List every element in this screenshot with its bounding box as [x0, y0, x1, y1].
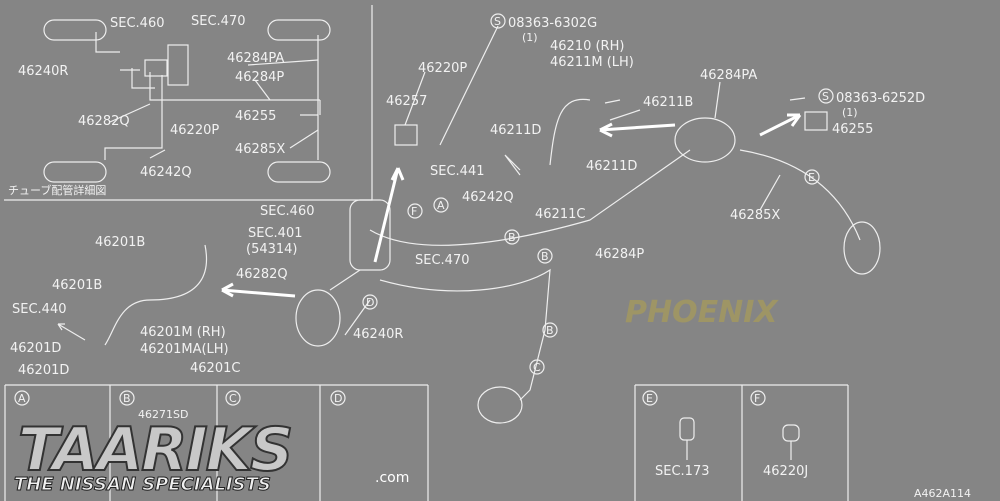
- part-label: 46211C: [535, 207, 585, 222]
- part-label: SEC.441: [430, 164, 485, 179]
- svg-text:S: S: [822, 90, 829, 103]
- part-label: 46257: [386, 94, 427, 109]
- part-label: 46201B: [52, 278, 102, 293]
- inset-label: 46220P: [170, 123, 219, 138]
- box-letter: A: [18, 392, 26, 405]
- part-label: (1): [522, 31, 538, 44]
- part-label: 46282Q: [236, 267, 288, 282]
- callout-b: B: [546, 324, 554, 337]
- callout-a: A: [437, 199, 445, 212]
- svg-text:S: S: [494, 15, 501, 28]
- inset-label: SEC.460: [110, 16, 165, 31]
- part-label: SEC.440: [12, 302, 67, 317]
- part-label: 46211B: [643, 95, 693, 110]
- part-label: 46201C: [190, 361, 240, 376]
- part-label: 46201MA(LH): [140, 342, 229, 357]
- box-label: SEC.173: [655, 464, 710, 479]
- part-label: 46255: [832, 122, 873, 137]
- callout-c: C: [533, 361, 541, 374]
- taariks-logo: TAARIKS THE NISSAN SPECIALISTS .com: [14, 414, 410, 496]
- part-label: SEC.401: [248, 226, 303, 241]
- part-label: 46210 (RH): [550, 39, 624, 54]
- inset-caption: チューブ配管詳細図: [8, 183, 106, 197]
- bolt-symbol-2: S: [818, 88, 834, 104]
- callout-b: B: [541, 250, 549, 263]
- part-label: 46211D: [586, 159, 637, 174]
- part-label: 46201D: [18, 363, 69, 378]
- box-letter: D: [334, 392, 342, 405]
- callout-d: D: [366, 296, 374, 309]
- bolt-symbol-1: S: [490, 13, 506, 29]
- part-label: 46242Q: [462, 190, 514, 205]
- part-label: 46211D: [490, 123, 541, 138]
- inset-label: SEC.470: [191, 14, 246, 29]
- part-label: 08363-6252D: [836, 91, 925, 106]
- part-label: 46284P: [595, 247, 644, 262]
- inset-label: 46242Q: [140, 165, 192, 180]
- svg-text:THE NISSAN SPECIALISTS: THE NISSAN SPECIALISTS: [14, 474, 271, 495]
- part-label: 46211M (LH): [550, 55, 634, 70]
- part-label: 46284PA: [700, 68, 757, 83]
- brake-piping: [57, 25, 881, 424]
- box-letter: C: [229, 392, 237, 405]
- box-label: 46271SD: [138, 408, 188, 421]
- callout-e: E: [808, 171, 815, 184]
- box-letter: E: [646, 392, 653, 405]
- part-label: 46201D: [10, 341, 61, 356]
- part-label: 08363-6302G: [508, 16, 597, 31]
- inset-label: 46282Q: [78, 114, 130, 129]
- part-label: (1): [842, 106, 858, 119]
- box-letter: F: [754, 392, 760, 405]
- callouts: A F B B D B C E: [362, 169, 820, 375]
- phoenix-watermark: PHOENIX: [625, 295, 779, 330]
- inset-detail: SEC.460 SEC.470 46240R 46284PA 46284P 46…: [4, 5, 373, 201]
- box-label: 46220J: [763, 464, 808, 479]
- inset-label: 46255: [235, 109, 276, 124]
- diagram-code: A462A114: [914, 487, 971, 500]
- callout-f: F: [411, 205, 417, 218]
- main-labels: 08363-6302G (1) 46210 (RH) 46211M (LH) 4…: [10, 16, 925, 378]
- part-label: 46240R: [353, 327, 403, 342]
- part-label: (54314): [246, 242, 298, 257]
- detail-boxes: A B C D E F 46271SD SEC.173 46220J A462A…: [4, 384, 971, 501]
- part-label: SEC.460: [260, 204, 315, 219]
- box-letter: B: [123, 392, 131, 405]
- svg-text:PHOENIX: PHOENIX: [625, 295, 779, 330]
- inset-label: 46240R: [18, 64, 68, 79]
- part-label: 46201M (RH): [140, 325, 226, 340]
- part-label: SEC.470: [415, 253, 470, 268]
- inset-label: 46284P: [235, 70, 284, 85]
- part-label: 46201B: [95, 235, 145, 250]
- svg-text:.com: .com: [375, 470, 409, 486]
- inset-label: 46284PA: [227, 51, 284, 66]
- svg-text:TAARIKS: TAARIKS: [18, 415, 291, 485]
- inset-label: 46285X: [235, 142, 285, 157]
- part-label: 46220P: [418, 61, 467, 76]
- callout-b: B: [508, 231, 516, 244]
- part-label: 46285X: [730, 208, 780, 223]
